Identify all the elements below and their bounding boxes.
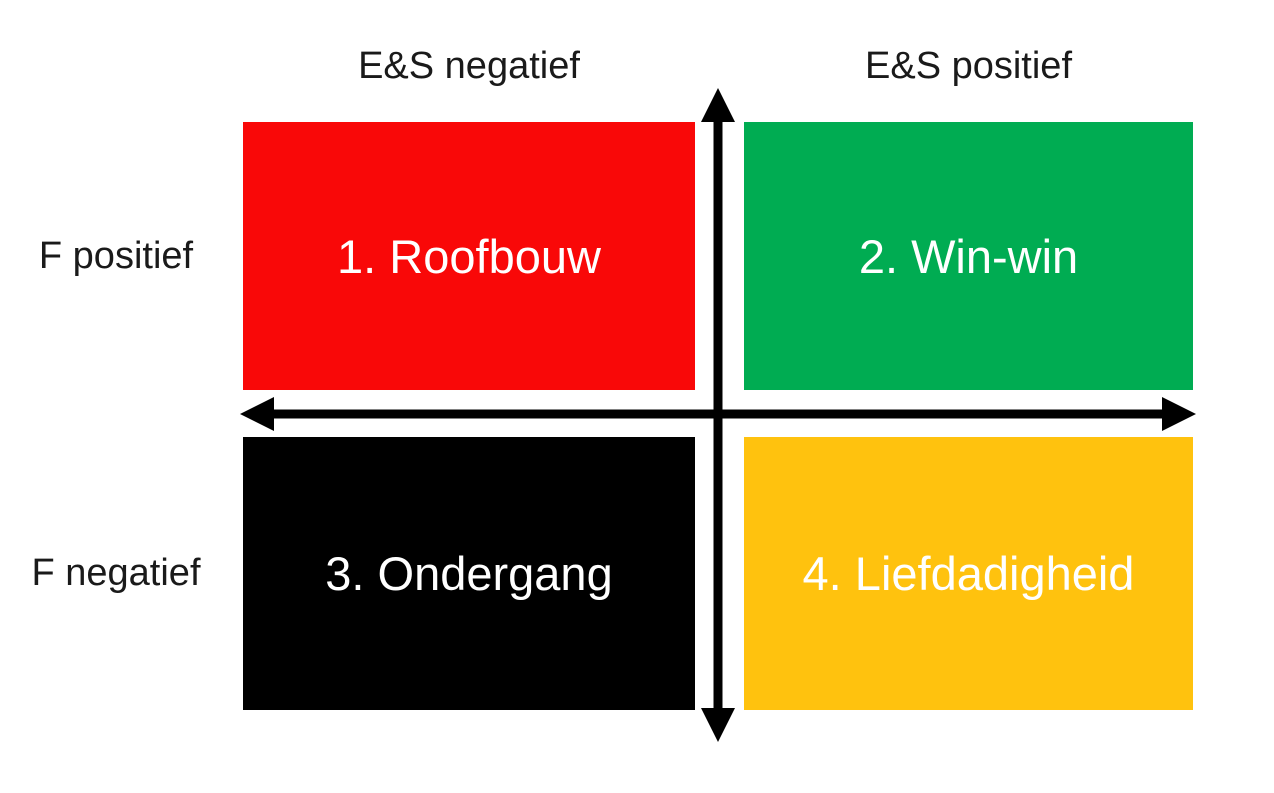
quadrant-liefdadigheid: 4. Liefdadigheid — [744, 437, 1193, 710]
horizontal-axis-arrow — [240, 397, 1196, 431]
quadrant-liefdadigheid-label: 4. Liefdadigheid — [802, 547, 1135, 600]
vertical-axis-arrow — [701, 88, 735, 742]
axis-label-es-negatief: E&S negatief — [358, 45, 580, 87]
arrowhead-right-icon — [1162, 397, 1196, 431]
quadrant-ondergang: 3. Ondergang — [243, 437, 695, 710]
arrowhead-down-icon — [701, 708, 735, 742]
quadrant-roofbouw: 1. Roofbouw — [243, 122, 695, 390]
quadrant-win-win-label: 2. Win-win — [858, 229, 1079, 283]
axis-label-f-negatief: F negatief — [31, 552, 201, 594]
quadrant-win-win: 2. Win-win — [744, 122, 1193, 390]
axis-label-es-positief: E&S positief — [865, 45, 1072, 87]
axis-label-f-positief: F positief — [38, 234, 194, 277]
arrowhead-up-icon — [701, 88, 735, 122]
quadrant-ondergang-label: 3. Ondergang — [325, 547, 613, 600]
quadrant-roofbouw-label: 1. Roofbouw — [337, 229, 601, 283]
arrowhead-left-icon — [240, 397, 274, 431]
